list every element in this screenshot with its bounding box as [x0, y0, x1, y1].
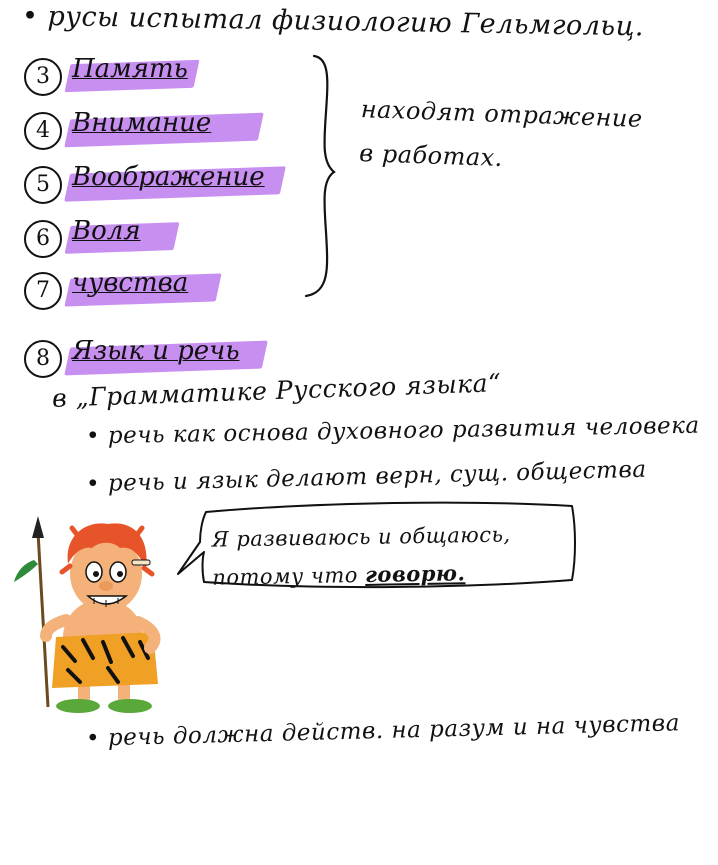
item-number: 8 — [24, 340, 62, 378]
bullet-speech-basis: • речь как основа духовного развития чел… — [85, 412, 700, 450]
speech-bubble — [177, 501, 576, 589]
item-label: Память — [72, 54, 188, 84]
bullet-reason-feeling: • речь должна действ. на разум и на чувс… — [85, 710, 681, 752]
item-number: 7 — [24, 272, 62, 310]
item-number: 6 — [24, 220, 62, 258]
item-label: Воображение — [72, 162, 265, 192]
item-label: чувства — [72, 268, 189, 298]
curly-brace-icon — [304, 54, 336, 298]
speech-emphasis: говорю. — [364, 560, 466, 587]
item-number: 4 — [24, 112, 62, 150]
brace-note: находят отражение в работах. — [359, 87, 644, 185]
grammar-heading: в „Грамматике Русского языка“ — [51, 368, 502, 413]
item-label: Язык и речь — [72, 336, 240, 366]
item-label: Воля — [72, 216, 141, 246]
speech-line-2: потому что говорю. — [212, 553, 512, 596]
bullet-language-society: • речь и язык делают верн, сущ. общества — [85, 456, 647, 498]
speech-line-2-prefix: потому что — [212, 562, 366, 590]
speech-line-1: Я развиваюсь и общаюсь, — [211, 522, 511, 552]
item-label: Внимание — [72, 108, 212, 138]
item-number: 5 — [24, 166, 62, 204]
item-number: 3 — [24, 58, 62, 96]
speech-bubble-text: Я развиваюсь и общаюсь, потому что говор… — [211, 515, 511, 596]
intro-line: • русы испытал физиологию Гельмгольц. — [21, 0, 645, 43]
caveman-illustration — [14, 516, 161, 713]
